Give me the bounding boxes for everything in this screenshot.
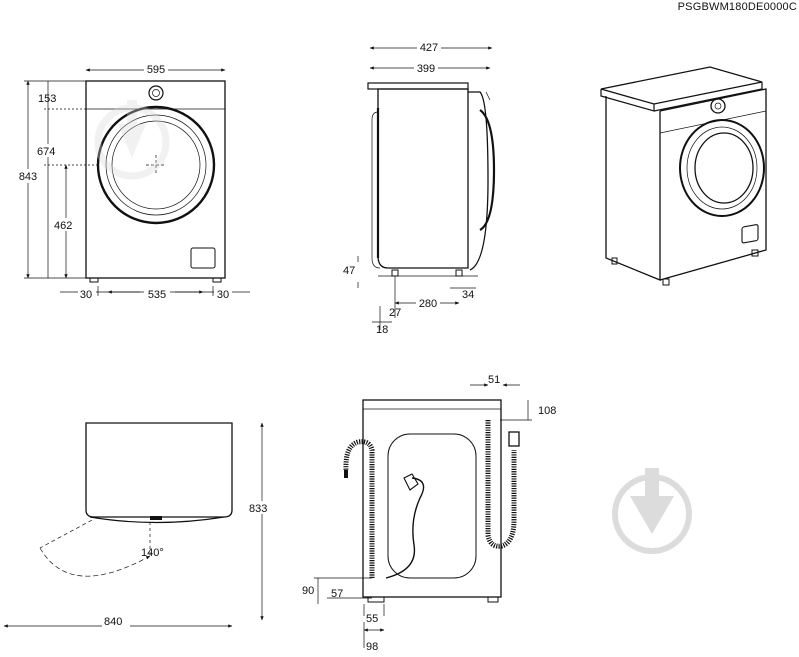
perspective-view [600, 66, 767, 286]
top-body [85, 422, 233, 518]
dropdown-arrow-icon [94, 100, 170, 180]
front-height-label: 843 [19, 171, 37, 183]
door [679, 119, 765, 217]
front-width-label: 595 [147, 64, 165, 76]
side-foot-inset-label: 34 [462, 289, 474, 301]
inlet-span-label: 98 [366, 641, 378, 653]
side-foot-height-label: 47 [343, 265, 355, 277]
side-depth-body-label: 399 [417, 63, 435, 75]
filter [741, 224, 759, 244]
top-height-label: 833 [249, 503, 267, 515]
top-view: 833 140° 840 [3, 422, 273, 628]
side-view: 427 399 47 34 280 27 18 [343, 41, 496, 336]
product-code: PSGBWM180DE0000C [678, 1, 797, 13]
side-panel [605, 96, 661, 281]
front-panel [659, 88, 767, 281]
side-front-offset-label: 27 [389, 307, 401, 319]
dropdown-arrow-icon [612, 468, 692, 554]
inlet-hose [485, 420, 517, 549]
power-cord [385, 477, 425, 579]
door-center-height-label: 674 [37, 146, 55, 158]
door-profile [468, 91, 489, 271]
program-knob [148, 85, 164, 101]
top-panel [600, 66, 763, 105]
door-open-depth-label: 840 [104, 616, 122, 628]
knob [710, 98, 726, 114]
plug-icon [403, 473, 419, 491]
foot-left-label: 30 [80, 289, 92, 301]
door-bottom-height-label: 462 [54, 220, 72, 232]
side-depth-total-label: 427 [420, 42, 438, 54]
door-angle-label: 140° [141, 547, 164, 559]
hose-offset-label: 51 [488, 374, 500, 386]
inlet-offset-label: 57 [331, 588, 343, 600]
drain-hose [343, 439, 375, 578]
filter-hatch [190, 247, 216, 269]
front-body [85, 80, 226, 279]
side-body [377, 88, 469, 269]
foot-span-label: 535 [148, 289, 166, 301]
back-view: 51 108 90 57 55 98 [302, 374, 556, 653]
foot-right-label: 30 [217, 289, 229, 301]
door-glass [111, 120, 201, 210]
inlet-height-label: 90 [302, 585, 314, 597]
back-panel [387, 433, 477, 579]
top-to-door-label: 153 [38, 93, 56, 105]
front-view: 595 843 153 674 462 30 535 30 [16, 63, 250, 301]
hose-top-label: 108 [538, 405, 556, 417]
back-body [362, 399, 502, 598]
side-front-foot-label: 18 [376, 324, 388, 336]
side-foot-span-label: 280 [419, 298, 437, 310]
inlet-x-label: 55 [366, 613, 378, 625]
